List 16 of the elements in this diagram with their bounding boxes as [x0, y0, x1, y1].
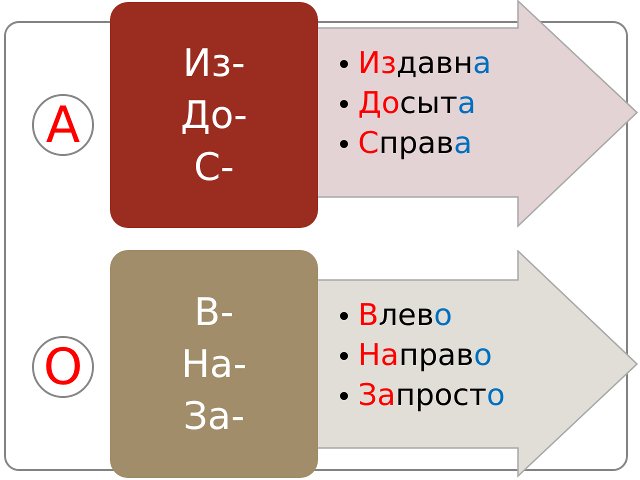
- prefix-text: Из-: [182, 40, 246, 86]
- list-item: Досыта: [358, 86, 476, 122]
- letter-text: А: [46, 97, 80, 153]
- prefix-text: С-: [194, 144, 234, 190]
- list-item: Влево: [358, 298, 452, 334]
- prefix-text: В-: [194, 289, 234, 335]
- list-item: Справа: [358, 126, 472, 162]
- prefix-text: За-: [183, 393, 245, 439]
- list-item: Издавна: [358, 46, 492, 82]
- letter-text: О: [43, 339, 83, 395]
- prefix-card: [110, 2, 318, 228]
- prefix-text: На-: [181, 341, 247, 387]
- list-item: Запросто: [358, 378, 505, 414]
- prefix-text: До-: [180, 92, 248, 138]
- list-item: Направо: [358, 338, 492, 374]
- prefix-card: [110, 250, 318, 478]
